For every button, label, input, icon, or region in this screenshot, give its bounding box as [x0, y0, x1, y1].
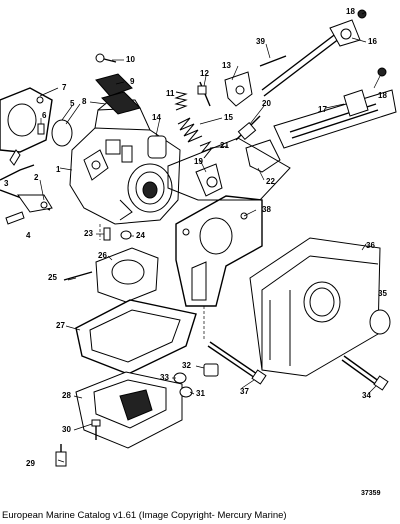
part-screw-30: [91, 419, 101, 440]
part-gasket-8: [101, 91, 141, 115]
callout-2: 2: [34, 173, 39, 182]
callout-26: 26: [98, 251, 107, 260]
part-bracket-2: [17, 194, 53, 213]
part-bolt-34: [341, 355, 389, 391]
leader-lines: [39, 11, 381, 463]
part-shaft-assembly-17: [273, 89, 397, 149]
part-sleeve-14: [147, 135, 167, 159]
part-jet-23: [103, 227, 111, 241]
part-washer-24: [120, 230, 132, 240]
exploded-parts-diagram: [0, 9, 397, 467]
callout-19: 19: [194, 157, 203, 166]
caption-bar: [0, 508, 400, 524]
part-cover-36: [249, 237, 381, 377]
callout-8: 8: [82, 97, 87, 106]
callout-33: 33: [160, 373, 169, 382]
callout-36: 36: [366, 241, 375, 250]
callout-10: 10: [126, 55, 135, 64]
part-screw-32: [203, 363, 219, 377]
callout-20: 20: [262, 99, 271, 108]
part-screw-18-right: [377, 67, 387, 77]
part-pin-25: [63, 271, 93, 281]
part-fitting-19: [195, 163, 223, 197]
part-choke-plate-5: [51, 105, 73, 147]
part-gasket-7: [0, 87, 53, 153]
callout-24: 24: [136, 231, 145, 240]
callout-29: 29: [26, 459, 35, 468]
part-gasket-27: [75, 299, 197, 375]
part-cover-plate-9: [95, 73, 133, 97]
callout-9: 9: [130, 77, 135, 86]
part-throttle-shaft-16: [261, 19, 361, 97]
part-needle-12: [197, 81, 211, 107]
callout-18-right: 18: [378, 91, 387, 100]
callout-17: 17: [318, 105, 327, 114]
part-spring-21: [199, 140, 214, 159]
part-float-bowl-28: [75, 371, 183, 449]
callout-35: 35: [378, 289, 387, 298]
part-gasket-38: [175, 195, 263, 307]
part-fitting-31: [179, 386, 193, 398]
callout-25: 25: [48, 273, 57, 282]
part-carburetor-body-1: [69, 99, 181, 240]
callout-16: 16: [368, 37, 377, 46]
callout-23: 23: [84, 229, 93, 238]
callout-4: 4: [26, 231, 31, 240]
callout-6: 6: [42, 111, 47, 120]
callout-7: 7: [62, 83, 67, 92]
part-valve-22: [245, 139, 281, 173]
callout-15: 15: [224, 113, 233, 122]
callout-3: 3: [4, 179, 9, 188]
part-screw-29: [55, 444, 67, 467]
part-pin-39: [259, 55, 287, 67]
callout-18-top: 18: [346, 7, 355, 16]
image-caption: European Marine Catalog v1.61 (Image Cop…: [2, 510, 287, 521]
callout-1: 1: [56, 165, 61, 174]
part-spring-15: [177, 117, 203, 143]
callout-32: 32: [182, 361, 191, 370]
callout-38: 38: [262, 205, 271, 214]
callout-11: 11: [166, 89, 175, 98]
callout-28: 28: [62, 391, 71, 400]
part-plug-35: [369, 309, 391, 335]
callout-13: 13: [222, 61, 231, 70]
callout-27: 27: [56, 321, 65, 330]
part-screw-10: [95, 53, 117, 63]
callout-14: 14: [152, 113, 161, 122]
callout-21: 21: [220, 141, 229, 150]
callout-39: 39: [256, 37, 265, 46]
part-throttle-lever-13: [224, 71, 253, 107]
callout-31: 31: [196, 389, 205, 398]
callout-22: 22: [266, 177, 275, 186]
part-needle-20: [235, 115, 261, 141]
callout-5: 5: [70, 99, 75, 108]
part-float-26: [95, 247, 159, 303]
diagram-reference-number: 37359: [361, 490, 381, 497]
part-screw-4: [5, 211, 25, 225]
callout-37: 37: [240, 387, 249, 396]
callout-34: 34: [362, 391, 371, 400]
part-bolt-37: [207, 341, 267, 385]
callout-12: 12: [200, 69, 209, 78]
part-spring-11: [174, 91, 188, 111]
callout-30: 30: [62, 425, 71, 434]
part-screw-6: [37, 118, 45, 135]
